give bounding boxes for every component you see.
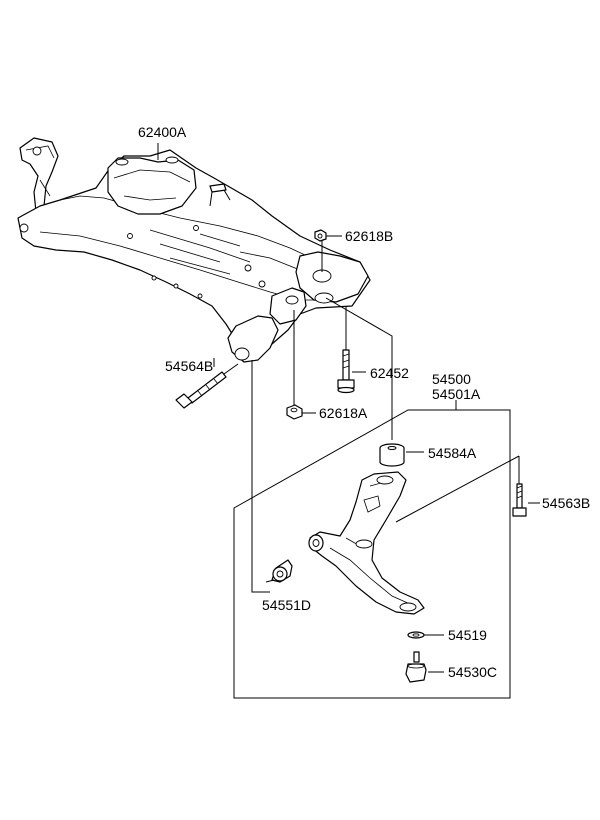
control-arm-part [308,471,425,615]
label-bushing-front: 54551D [262,597,311,613]
label-bolt-front: 54564B [165,358,213,374]
crossmember-part [17,137,371,363]
label-nut-upper: 62618B [345,228,393,244]
label-nut-lower: 62618A [319,405,368,421]
label-bushing-rear: 54584A [428,445,477,461]
ball-joint-icon [405,651,427,683]
bolt-arm-icon [512,483,527,517]
nut-upper-icon [314,229,327,242]
bushing-rear-icon [379,443,405,467]
label-ball-joint: 54530C [448,664,497,680]
bolt-front-icon [175,371,227,409]
label-arm-assy-alt: 54501A [432,386,481,402]
bushing-front-icon [271,559,293,583]
leader-lines [157,143,540,699]
label-crossmember: 62400A [138,124,187,140]
label-arm-assy: 54500 [432,371,471,387]
label-bolt-rear: 62452 [370,365,409,381]
washer-icon [407,631,425,639]
label-washer: 54519 [448,627,487,643]
nut-lower-icon [286,404,303,420]
bolt-rear-icon [337,349,355,394]
label-bolt-arm: 54563B [542,495,590,511]
